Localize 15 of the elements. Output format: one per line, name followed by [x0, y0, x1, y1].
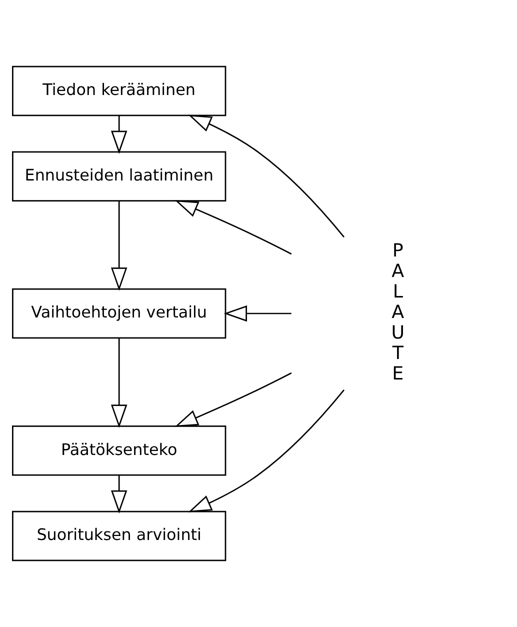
node-box: Suorituksen arviointi	[12, 510, 226, 562]
arrow	[110, 201, 128, 291]
node-text: PALAUTE	[391, 240, 405, 384]
arrow	[110, 475, 128, 514]
node-box: Päätöksenteko	[12, 425, 226, 476]
node-box: Ennusteiden laatiminen	[12, 151, 226, 202]
arrow	[174, 372, 292, 427]
arrow	[110, 338, 128, 428]
node-box: Vaihtoehtojen vertailu	[12, 288, 226, 339]
arrow	[110, 116, 128, 154]
node-box: Tiedon kerääminen	[12, 66, 226, 116]
arrow	[174, 200, 292, 255]
arrow	[188, 114, 345, 238]
arrow	[224, 305, 292, 322]
arrow	[188, 390, 345, 512]
